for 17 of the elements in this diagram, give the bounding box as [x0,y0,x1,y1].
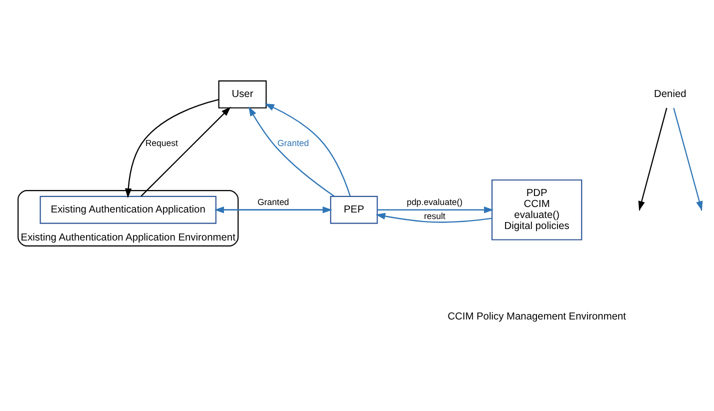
edge-label: Granted [257,197,290,208]
edge-label: Request [145,138,178,148]
arrow [140,106,231,197]
edge-label: pdp.evaluate() [406,197,463,208]
node-box: PEP [330,196,378,224]
arrow [264,103,351,196]
edge-label: Granted [277,138,309,148]
edge-label: result [424,211,446,222]
arrow [377,206,494,214]
arrow [124,99,219,198]
arrow [376,212,492,223]
node-box: PDP CCIM evaluate() Digital policies [491,179,582,240]
label: CCIM Policy Management Environment [448,311,626,322]
node-box: Existing Authentication Application [40,196,216,224]
node-text: Denied [654,89,686,100]
arrow [248,106,335,197]
node-box: User [218,80,267,108]
